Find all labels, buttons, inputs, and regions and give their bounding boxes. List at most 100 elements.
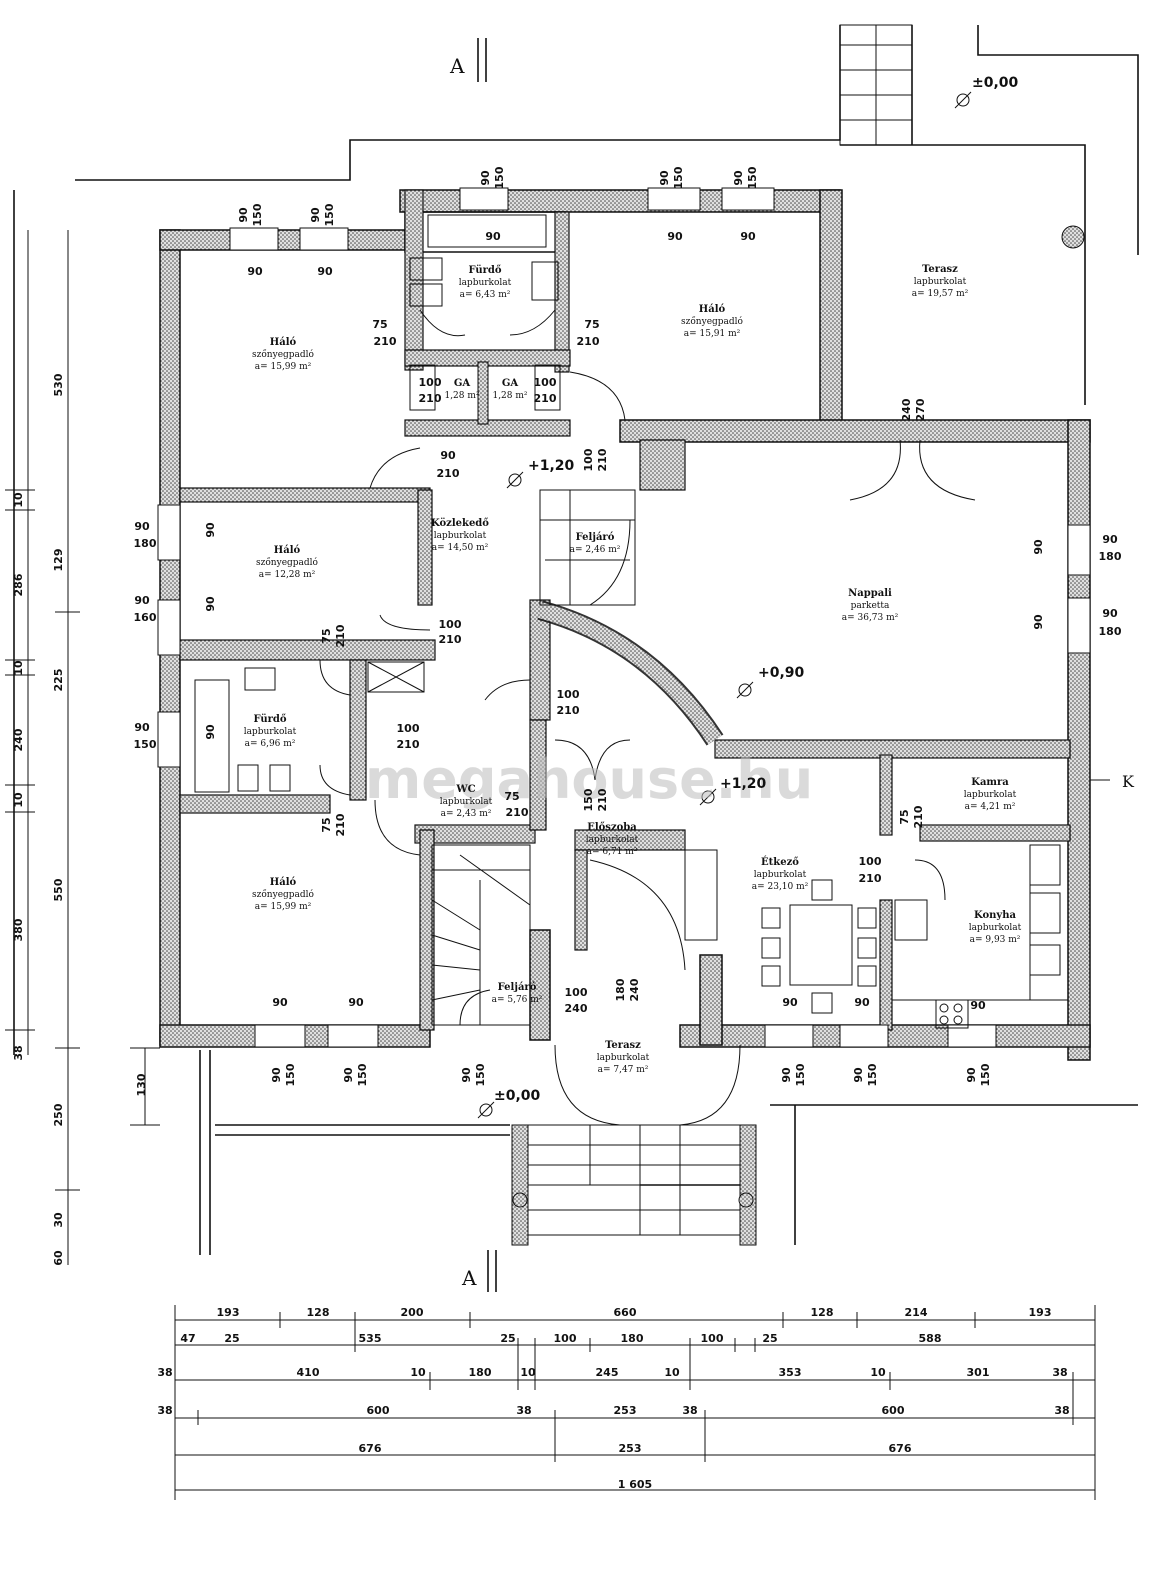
bottom-dim-1-4: 100 [554, 1332, 577, 1345]
left-dim-1: 10 [12, 492, 25, 508]
bottom-dim-3-0: 38 [157, 1404, 172, 1417]
opening-height-9: 150 [866, 1063, 879, 1086]
opening-label-9: 100 [419, 376, 442, 389]
room-name-ga-1: GA [454, 378, 471, 389]
room-area-etkezo: a= 23,10 m² [752, 882, 809, 892]
room-area-halo-n: a= 15,91 m² [684, 329, 741, 339]
bottom-dim-2-6: 10 [664, 1366, 680, 1379]
room-floor-kamra: lapburkolat [964, 790, 1017, 800]
room-area-nappali: a= 36,73 m² [842, 613, 899, 623]
door-swings [319, 309, 976, 1126]
opening-width-9: 90 [852, 1067, 865, 1083]
level-top: ±0,00 [972, 75, 1019, 91]
bottom-dim-1-8: 588 [919, 1332, 942, 1345]
bottom-dim-3-2: 38 [516, 1404, 531, 1417]
bottom-dim-0-5: 214 [905, 1306, 928, 1319]
opening-label-r-1: 90 [204, 596, 217, 612]
left-dim-0: 530 [52, 373, 65, 396]
opening-label-31: 75 [504, 790, 519, 803]
opening-height-5: 150 [284, 1063, 297, 1086]
bottom-dim-1-1: 25 [224, 1332, 239, 1345]
opening-height-8: 150 [794, 1063, 807, 1086]
interior-walls [179, 189, 1071, 1031]
room-name-eloszoba: Előszoba [587, 822, 637, 833]
opening-label-25: 100 [557, 688, 580, 701]
room-area-terasz-ne: a= 19,57 m² [912, 289, 969, 299]
opening-label-21: 90 [1102, 607, 1118, 620]
left-dim-12: 250 [52, 1103, 65, 1126]
bottom-dim-4-0: 676 [359, 1442, 382, 1455]
bottom-dim-2-2: 10 [410, 1366, 426, 1379]
opening-width-6: 90 [342, 1067, 355, 1083]
opening-label-r-5: 75 [320, 628, 333, 643]
bottom-dim-1-2: 535 [359, 1332, 382, 1345]
opening-label-38: 90 [348, 996, 364, 1009]
left-dim-5: 10 [12, 660, 25, 676]
bottom-dim-0-1: 128 [307, 1306, 330, 1319]
room-name-halo-sw: Háló [270, 877, 297, 888]
room-floor-furdo-w: lapburkolat [244, 727, 297, 737]
bottom-dim-5-0: 1 605 [618, 1478, 652, 1491]
opening-height-4: 150 [746, 166, 759, 189]
opening-label-r-8: 210 [334, 813, 347, 836]
bottom-dim-3-3: 253 [614, 1404, 637, 1417]
bottom-dim-2-1: 410 [297, 1366, 320, 1379]
bottom-dim-0-3: 660 [614, 1306, 637, 1319]
opening-label-27: 100 [397, 722, 420, 735]
room-name-kozlekedo: Közlekedő [431, 518, 489, 529]
opening-label-32: 210 [506, 806, 529, 819]
left-dim-4: 225 [52, 669, 65, 692]
opening-label-r-11: 150 [582, 788, 595, 811]
bottom-dim-1-5: 180 [621, 1332, 644, 1345]
opening-label-12: 210 [534, 392, 557, 405]
section-lines [477, 38, 1110, 1292]
bottom-dim-3-5: 600 [882, 1404, 905, 1417]
opening-label-5: 75 [372, 318, 387, 331]
opening-label-r-18: 240 [628, 978, 641, 1001]
room-name-nappali: Nappali [848, 588, 892, 599]
room-name-halo-n: Háló [699, 304, 726, 315]
opening-width-1: 90 [309, 207, 322, 223]
opening-label-13: 90 [440, 449, 456, 462]
bottom-dim-0-4: 128 [811, 1306, 834, 1319]
bottom-dim-0-0: 193 [217, 1306, 240, 1319]
room-name-ga-2: GA [502, 378, 519, 389]
opening-height-7: 150 [474, 1063, 487, 1086]
bottom-dim-1-6: 100 [701, 1332, 724, 1345]
bottom-dim-1-3: 25 [500, 1332, 515, 1345]
room-name-furdo-n: Fürdő [468, 265, 501, 276]
room-name-halo-w: Háló [274, 545, 301, 556]
room-floor-halo-w: szőnyegpadló [256, 557, 318, 568]
section-label-top: A [449, 54, 465, 78]
opening-label-17: 90 [134, 594, 150, 607]
opening-label-r-16: 210 [912, 805, 925, 828]
opening-label-26: 210 [557, 704, 580, 717]
watermark: megahouse.hu [365, 748, 813, 811]
level-living: +0,90 [758, 665, 805, 681]
room-name-terasz-ne: Terasz [922, 264, 958, 275]
room-area-halo-sw: a= 15,99 m² [255, 902, 312, 912]
opening-label-34: 210 [859, 872, 882, 885]
room-name-halo-nw: Háló [270, 337, 297, 348]
stairs [431, 489, 636, 1026]
left-dimension-lines [5, 190, 160, 1265]
bottom-dim-3-6: 38 [1054, 1404, 1069, 1417]
room-floor-halo-n: szőnyegpadló [681, 316, 743, 327]
opening-label-r-4: 90 [1032, 614, 1045, 630]
left-dim-10: 38 [12, 1045, 25, 1060]
front-steps [511, 1124, 757, 1246]
room-floor-konyha: lapburkolat [969, 923, 1022, 933]
opening-label-0: 90 [247, 265, 263, 278]
level-markers [477, 91, 972, 1119]
room-name-furdo-w: Fürdő [253, 714, 286, 725]
opening-label-37: 90 [272, 996, 288, 1009]
section-label-right: K [1122, 772, 1135, 791]
opening-height-3: 150 [672, 166, 685, 189]
opening-width-3: 90 [658, 170, 671, 186]
opening-width-10: 90 [965, 1067, 978, 1083]
opening-label-8: 210 [577, 335, 600, 348]
room-name-terasz-s: Terasz [605, 1040, 641, 1051]
opening-label-3: 90 [667, 230, 683, 243]
